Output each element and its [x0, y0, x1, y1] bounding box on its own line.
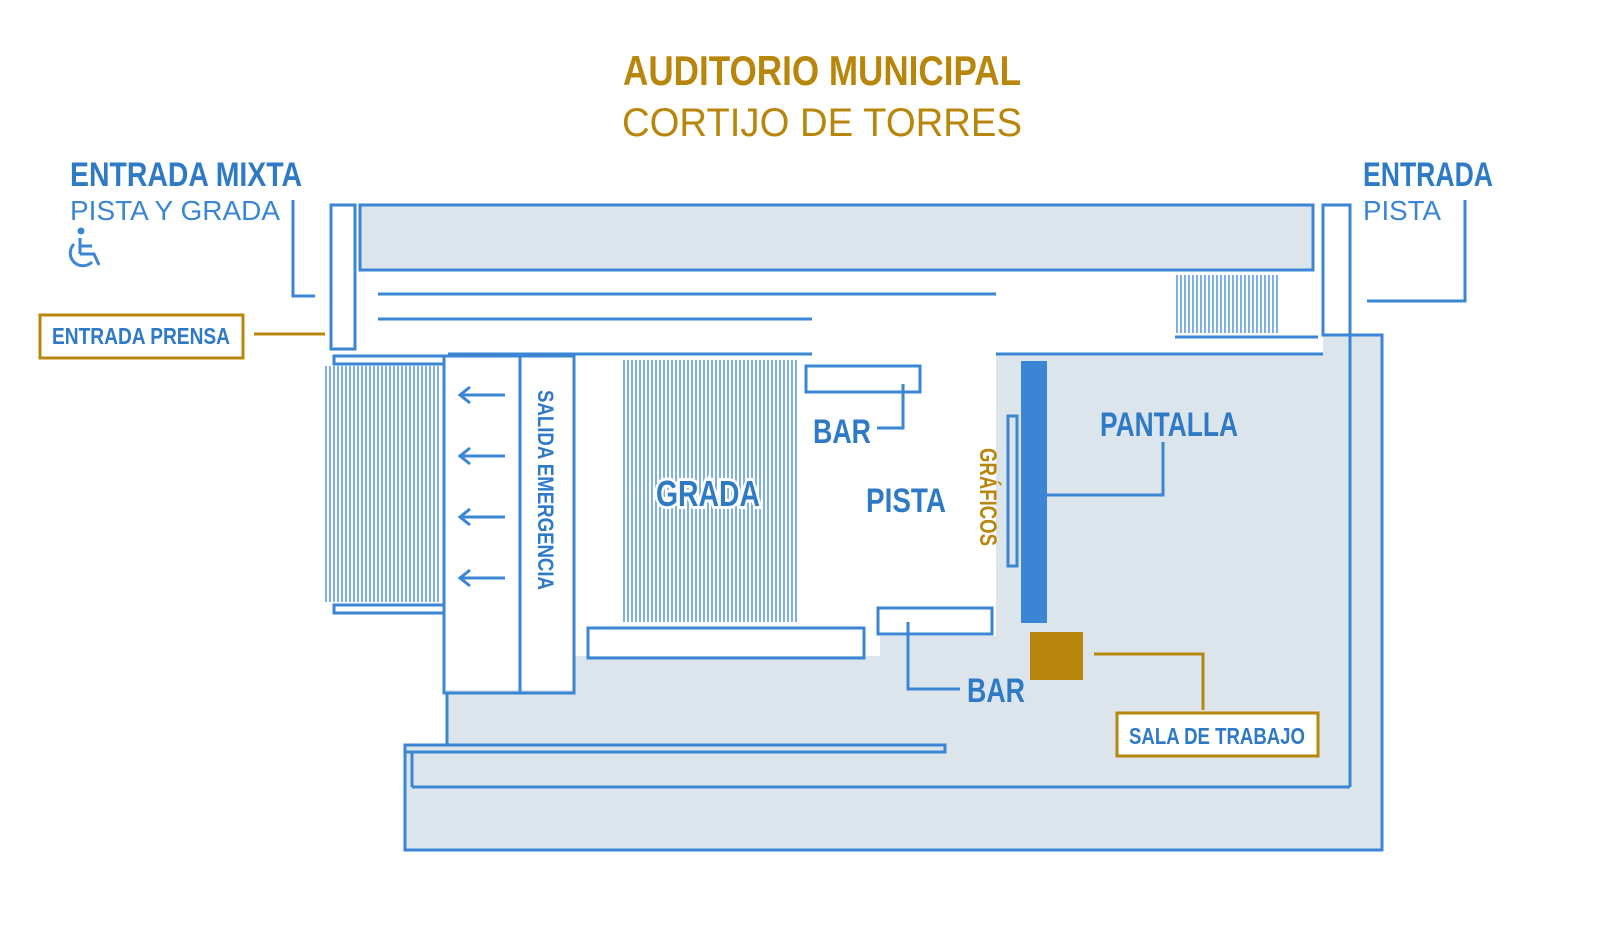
- pista-label: PISTA: [866, 482, 946, 520]
- pantalla-label: PANTALLA: [1100, 406, 1238, 444]
- graphics-panel: [1006, 414, 1019, 568]
- work-room-square: [1030, 632, 1083, 680]
- bar-top-label: BAR: [813, 413, 871, 451]
- bleacher-base: [586, 626, 866, 660]
- bar-bottom-label: BAR: [967, 672, 1025, 710]
- right-entrance-column: [1321, 203, 1352, 337]
- left-arrow-icon: [457, 385, 505, 405]
- left-arrow-icon: [457, 507, 505, 527]
- left-stand-top-rail: [332, 354, 446, 366]
- entrance-mixta-sub: PISTA Y GRADA: [70, 195, 280, 226]
- bar-top-counter: [804, 364, 922, 394]
- title-main: AUDITORIO MUNICIPAL: [623, 47, 1021, 94]
- sala-label: SALA DE TRABAJO: [1129, 723, 1305, 749]
- grada-label: GRADA: [656, 473, 760, 514]
- walls: [329, 203, 1384, 852]
- entrance-pista-sub: PISTA: [1363, 195, 1441, 226]
- bars: [804, 364, 994, 636]
- entrance-prensa: ENTRADA PRENSA: [52, 323, 230, 349]
- emergency-exit-corridor: [442, 354, 576, 695]
- left-seating: [325, 366, 439, 602]
- leader-pantalla: [1034, 442, 1165, 497]
- left-arrow-icon: [457, 446, 505, 466]
- prensa-box: [38, 313, 245, 360]
- screen: [1021, 361, 1047, 623]
- outer-wall: [403, 333, 1384, 852]
- entrance-mixta-title: ENTRADA MIXTA: [70, 156, 302, 194]
- leader-pista-entrance: [1367, 200, 1467, 303]
- title-sub: CORTIJO DE TORRES: [622, 101, 1022, 145]
- left-entrance-column: [329, 203, 357, 351]
- leader-bar-top: [877, 384, 905, 430]
- sala-box: [1115, 711, 1320, 758]
- top-balcony: [360, 205, 1313, 270]
- leader-bar-bottom: [906, 622, 960, 691]
- salida-emergencia-label: SALIDA EMERGENCIA: [533, 390, 558, 590]
- exit-arrows: [457, 385, 505, 588]
- grada-seating: [623, 360, 797, 622]
- left-arrow-icon: [457, 568, 505, 588]
- leader-lines: [254, 200, 1467, 710]
- graficos-label: GRÁFICOS: [974, 448, 1002, 546]
- wheelchair-icon: [68, 227, 101, 268]
- left-stand-bottom-rail: [332, 603, 446, 615]
- entrance-pista-title: ENTRADA: [1363, 156, 1493, 194]
- leader-mixta: [291, 200, 315, 298]
- top-balcony-outline: [358, 203, 1315, 272]
- bar-bottom-counter: [876, 606, 994, 636]
- right-seating: [1176, 275, 1278, 333]
- leader-sala: [1094, 652, 1205, 710]
